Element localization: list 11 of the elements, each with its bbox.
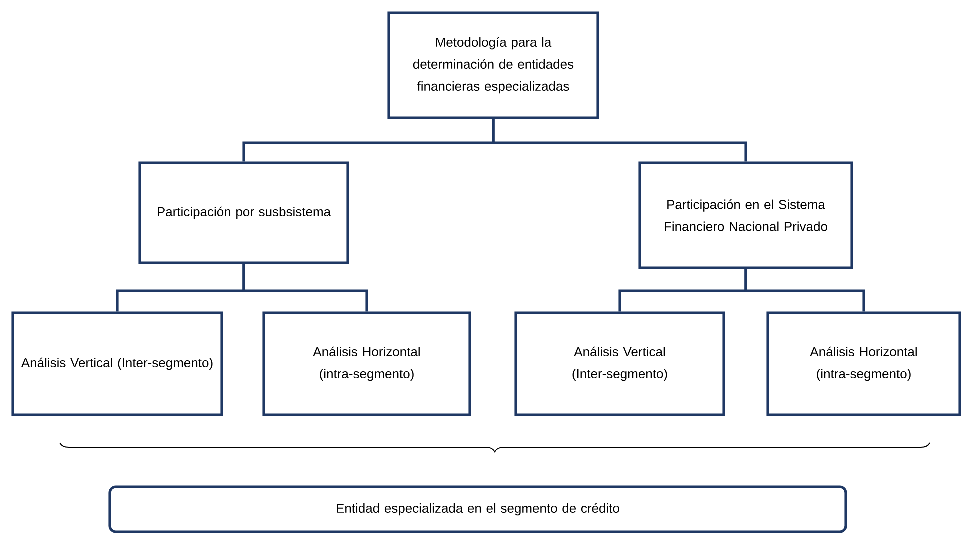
process-box: Metodología para la determinación de entidades financieras especializadas <box>388 12 600 120</box>
result-box: Entidad especializada en el segmento de crédito <box>108 486 848 534</box>
process-box: Participación en el Sistema Financiero Nacional Privado <box>638 162 854 270</box>
process-box: Participación por susbsistema <box>138 162 350 264</box>
connector-line <box>242 264 368 312</box>
connector-line <box>744 269 866 312</box>
process-box: Análisis Vertical (Inter-segmento) <box>514 312 726 416</box>
process-box: Análisis Horizontal (intra-segmento) <box>766 312 962 416</box>
connector-line <box>492 119 748 162</box>
process-box: Análisis Horizontal (intra-segmento) <box>262 312 472 416</box>
process-box: Análisis Vertical (Inter-segmento) <box>12 312 224 416</box>
